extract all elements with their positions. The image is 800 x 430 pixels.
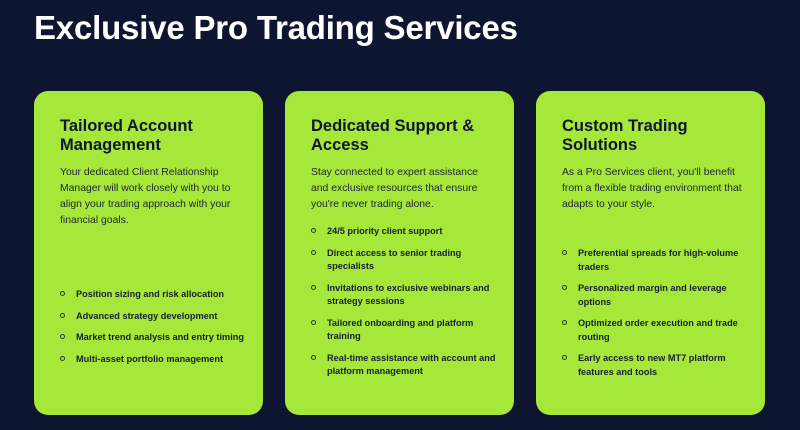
card-description: Your dedicated Client Relationship Manag… <box>60 167 231 226</box>
feature-item: 24/5 priority client support <box>311 225 496 239</box>
feature-text: Personalized margin and leverage options <box>578 283 727 307</box>
feature-item: Position sizing and risk allocation <box>60 288 245 302</box>
feature-item: Direct access to senior trading speciali… <box>311 247 496 274</box>
feature-text: Preferential spreads for high-volume tra… <box>578 248 739 272</box>
feature-item: Real-time assistance with account and pl… <box>311 352 496 379</box>
feature-text: Optimized order execution and trade rout… <box>578 318 738 342</box>
bullet-ring-icon <box>60 291 65 296</box>
bullet-ring-icon <box>311 354 316 360</box>
bullet-ring-icon <box>311 284 316 290</box>
bullet-ring-icon <box>60 312 65 318</box>
feature-item: Invitations to exclusive webinars and st… <box>311 282 496 309</box>
feature-item: Personalized margin and leverage options <box>562 282 747 309</box>
feature-list: Preferential spreads for high-volume tra… <box>562 247 747 387</box>
feature-item: Multi-asset portfolio management <box>60 353 245 367</box>
bullet-ring-icon <box>562 355 567 360</box>
card-description: Stay connected to expert assistance and … <box>311 167 478 210</box>
feature-item: Preferential spreads for high-volume tra… <box>562 247 747 274</box>
card-title: Custom Trading Solutions <box>562 117 688 154</box>
feature-text: Early access to new MT7 platform feature… <box>578 353 726 377</box>
feature-text: Real-time assistance with account and pl… <box>327 352 496 377</box>
service-cards: Tailored Account Management Your dedicat… <box>34 91 765 415</box>
page-title: Exclusive Pro Trading Services <box>34 9 518 46</box>
card-account-management: Tailored Account Management Your dedicat… <box>34 91 263 415</box>
feature-text: Multi-asset portfolio management <box>76 353 224 364</box>
card-custom-solutions: Custom Trading Solutions As a Pro Servic… <box>536 91 765 415</box>
card-dedicated-support: Dedicated Support & Access Stay connecte… <box>285 91 514 415</box>
bullet-ring-icon <box>60 334 65 339</box>
card-title: Tailored Account Management <box>60 117 193 154</box>
bullet-ring-icon <box>311 319 316 325</box>
feature-text: Position sizing and risk allocation <box>76 289 225 299</box>
feature-text: 24/5 priority client support <box>327 226 443 236</box>
card-description: As a Pro Services client, you'll benefit… <box>562 167 742 210</box>
feature-text: Tailored onboarding and platform trainin… <box>327 317 474 342</box>
bullet-ring-icon <box>562 285 567 290</box>
bullet-ring-icon <box>562 250 567 255</box>
feature-text: Direct access to senior trading speciali… <box>327 247 462 272</box>
feature-item: Tailored onboarding and platform trainin… <box>311 317 496 344</box>
feature-item: Optimized order execution and trade rout… <box>562 317 747 344</box>
feature-list: Position sizing and risk allocation Adva… <box>60 288 245 374</box>
feature-item: Early access to new MT7 platform feature… <box>562 352 747 379</box>
feature-item: Advanced strategy development <box>60 310 245 324</box>
card-title: Dedicated Support & Access <box>311 117 475 154</box>
feature-text: Invitations to exclusive webinars and st… <box>327 282 490 307</box>
feature-text: Advanced strategy development <box>76 310 218 321</box>
feature-list: 24/5 priority client support Direct acce… <box>311 225 496 387</box>
bullet-ring-icon <box>311 249 316 255</box>
feature-text: Market trend analysis and entry timing <box>76 332 244 342</box>
bullet-ring-icon <box>562 320 567 325</box>
bullet-ring-icon <box>60 355 65 361</box>
bullet-ring-icon <box>311 228 316 233</box>
feature-item: Market trend analysis and entry timing <box>60 331 245 345</box>
